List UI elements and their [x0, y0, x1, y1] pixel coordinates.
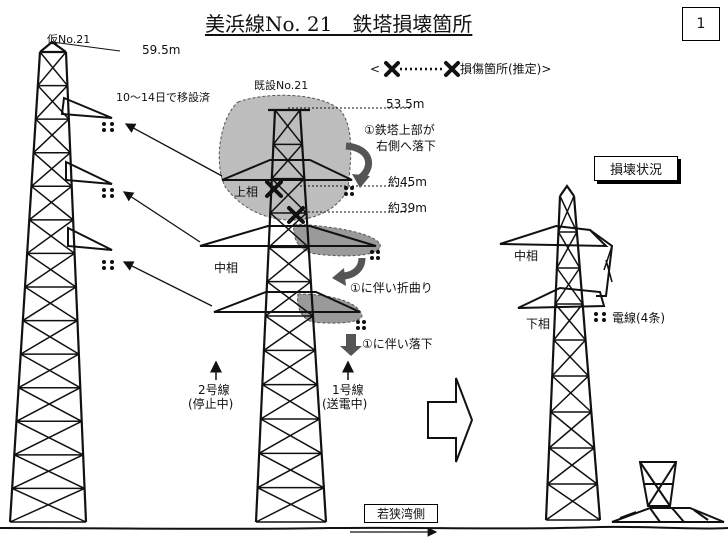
phase-middle-label: 中相	[214, 261, 239, 275]
phase-upper-label: 上相	[234, 185, 259, 199]
line-2-status: (停止中)	[188, 397, 234, 411]
relocation-arrows	[122, 123, 223, 307]
existing-tower-label: 既設No.21	[254, 79, 309, 92]
legend-open-bracket: <	[370, 62, 381, 76]
damaged-tower-lattice	[545, 195, 601, 521]
damage-middle-label: 中相	[514, 249, 539, 263]
insulator-dots	[102, 122, 606, 330]
height-guides	[288, 107, 410, 213]
annotation-1b: 右側へ落下	[376, 139, 437, 153]
fallen-tower-top	[611, 461, 725, 523]
annotation-1a: ①鉄塔上部が	[364, 123, 435, 137]
height-39: 約39m	[388, 201, 427, 215]
temp-tower-height: 59.5m	[142, 43, 181, 57]
direction-label: 若狭湾側	[364, 504, 438, 523]
line-2-label: 2号線	[198, 383, 230, 397]
damage-wires-label: 電線(4条)	[612, 311, 665, 325]
temp-tower-label: 仮No.21	[47, 33, 91, 46]
damage-lower-label: 下相	[526, 317, 551, 331]
page-title: 美浜線No. 21 鉄塔損壊箇所	[205, 12, 473, 36]
height-45: 約45m	[388, 175, 427, 189]
line-arrows	[210, 360, 354, 380]
line-1-label: 1号線	[332, 383, 364, 397]
big-right-arrow	[427, 377, 474, 463]
annotation-2: ①に伴い折曲り	[350, 281, 433, 295]
line-1-status: (送電中)	[322, 397, 368, 411]
legend-symbol	[384, 61, 460, 77]
damaged-tower	[499, 184, 614, 521]
temporary-tower-lattice	[9, 51, 87, 523]
legend-text: 損傷箇所(推定)>	[460, 62, 552, 76]
page-number: 1	[682, 7, 720, 41]
damage-x-marks	[265, 180, 305, 224]
ground-line	[0, 525, 728, 530]
existing-tower-lattice	[255, 109, 327, 523]
damage-status-title: 損壊状況	[594, 156, 678, 181]
existing-tower-height: 53.5m	[386, 97, 425, 111]
temp-tower-note: 10～14日で移設済	[116, 91, 210, 104]
fall-arrows	[332, 142, 373, 356]
annotation-3: ①に伴い落下	[362, 337, 433, 351]
